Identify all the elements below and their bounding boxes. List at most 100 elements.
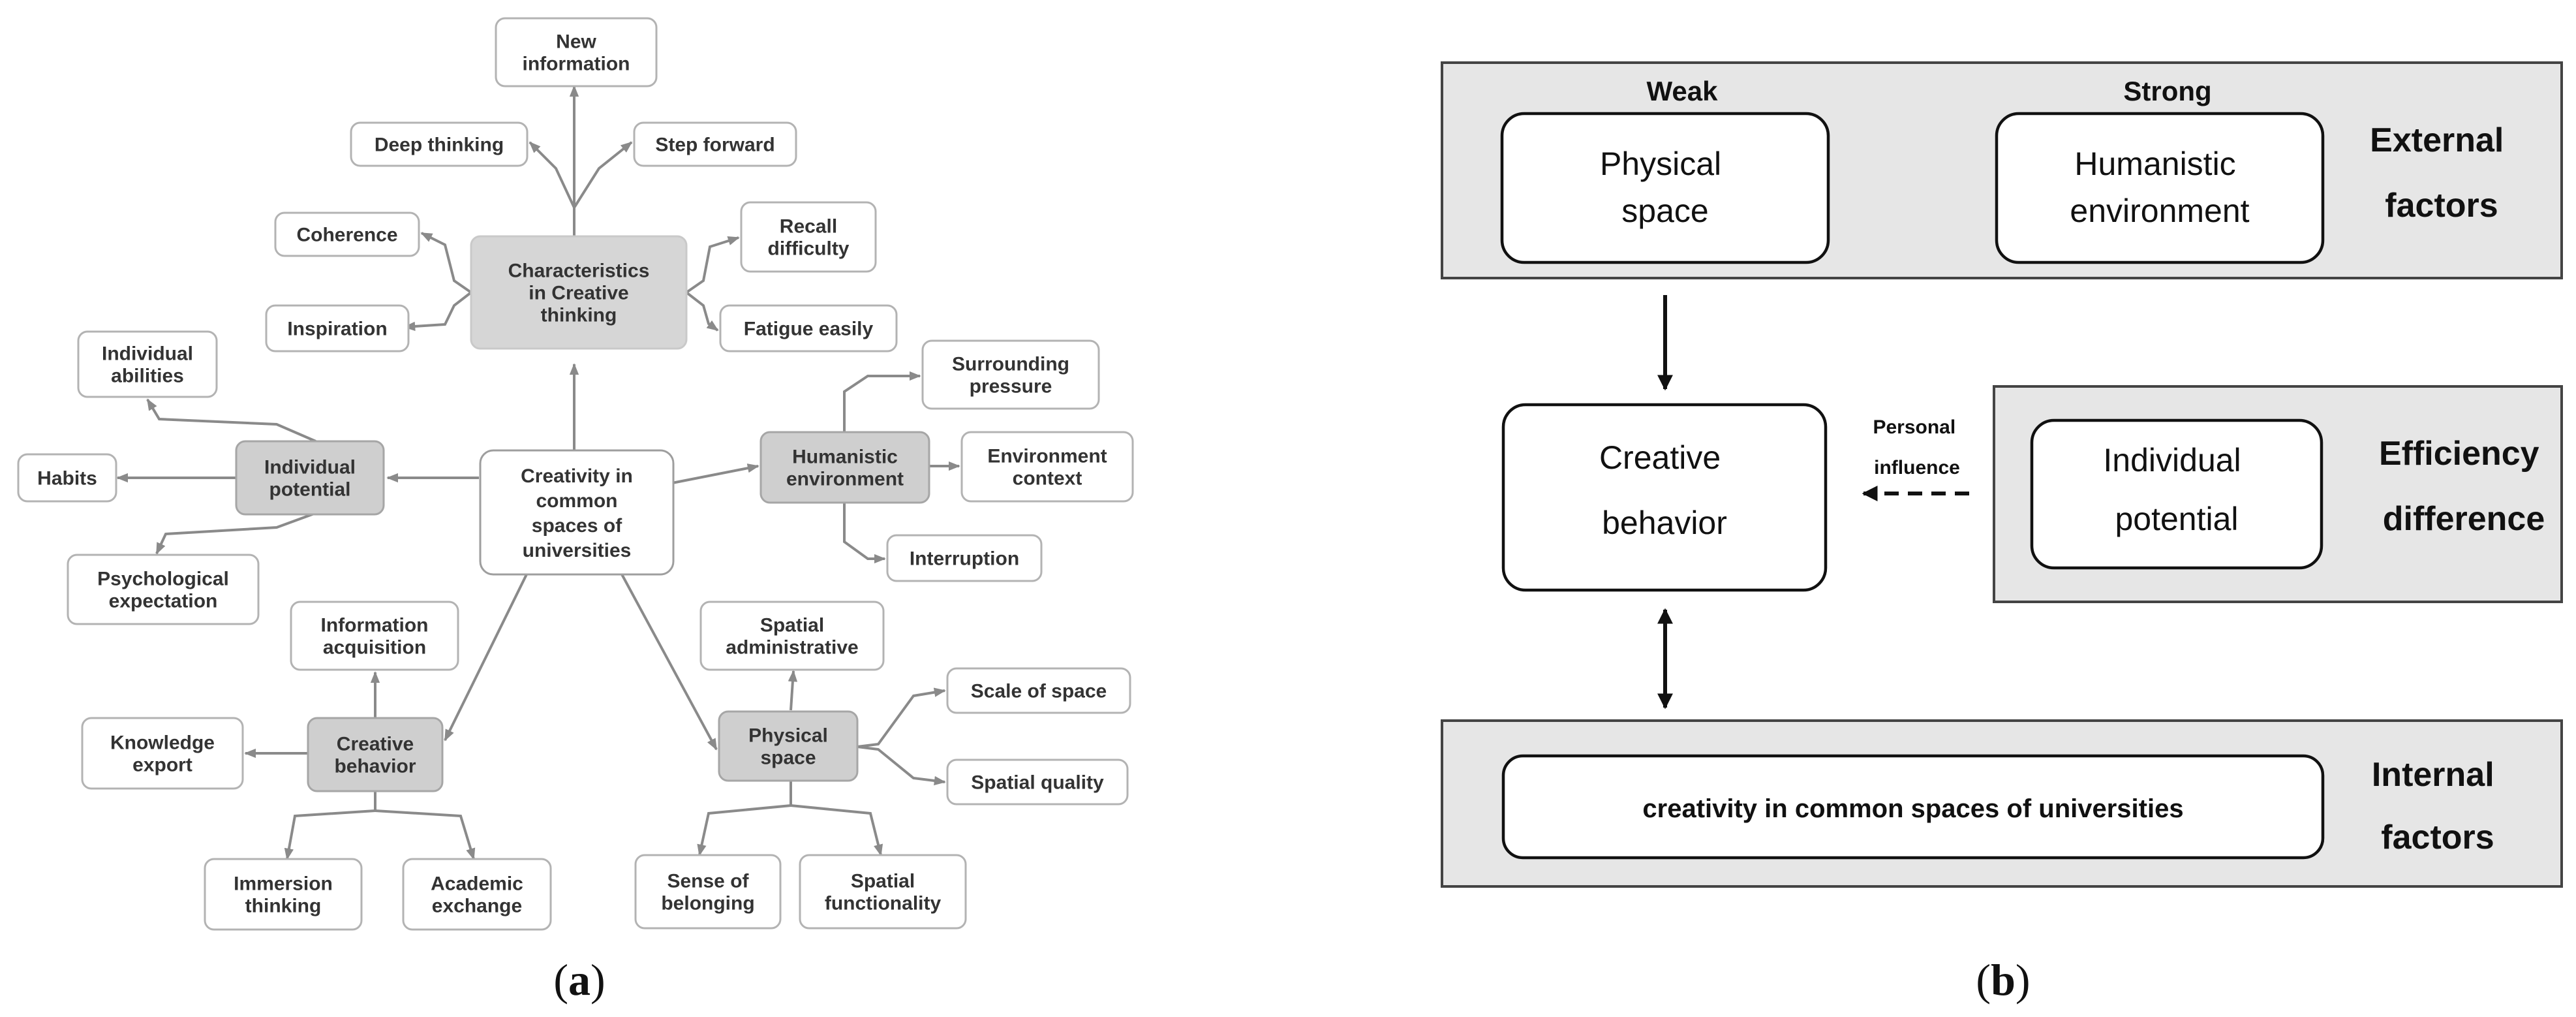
edge-ind-psych xyxy=(155,512,316,555)
node-characteristics-line-3: thinking xyxy=(541,305,617,326)
node-individual-potential-line-2: potential xyxy=(269,479,351,501)
edge-ph-functional xyxy=(790,804,883,856)
individual-potential-line-1: Individual xyxy=(2103,442,2241,478)
node-academic-exchange-box xyxy=(402,858,552,931)
node-sense-of-belonging-box xyxy=(634,854,782,930)
creativity-common-spaces-label: creativity in common spaces of universit… xyxy=(1642,794,2183,823)
node-spatial-quality-box xyxy=(946,759,1129,806)
node-knowledge-export-box xyxy=(81,717,244,790)
edge-char-recall xyxy=(685,236,740,294)
node-sense-of-belonging-line-1: Sense of xyxy=(667,871,749,892)
edge-center-creative xyxy=(444,572,529,742)
edge-center-physical xyxy=(620,572,718,751)
node-fatigue-easily-label: Fatigue easily xyxy=(744,319,874,340)
creative-behavior-line-2: behavior xyxy=(1602,505,1727,541)
node-humanistic-environment-box xyxy=(759,431,930,504)
efficiency-difference-line-1: Efficiency xyxy=(2379,435,2539,473)
node-psychological-expectation-line-2: expectation xyxy=(109,591,218,612)
node-environment-context-line-2: context xyxy=(1013,468,1082,490)
node-characteristics-line-2: in Creative xyxy=(529,283,628,304)
node-new-information-line-2: information xyxy=(523,54,630,75)
node-academic-exchange-line-2: exchange xyxy=(432,896,522,917)
edge-center-humanistic xyxy=(671,463,759,484)
node-individual-potential-line-1: Individual xyxy=(264,457,356,478)
node-spatial-quality: Spatial quality xyxy=(946,759,1129,806)
node-recall-difficulty-line-2: difficulty xyxy=(768,238,850,260)
edge-ph-belonging xyxy=(697,781,792,856)
node-interruption-label: Interruption xyxy=(910,548,1019,570)
node-coherence: Coherence xyxy=(274,211,420,257)
humanistic-environment-box xyxy=(1995,112,2325,264)
panel-b-caption-close: ) xyxy=(2016,955,2031,1005)
node-humanistic-environment-line-2: environment xyxy=(786,469,904,490)
node-individual-abilities-line-1: Individual xyxy=(102,343,193,365)
node-knowledge-export-line-1: Knowledge xyxy=(110,732,215,754)
panel-a-caption: (a) xyxy=(553,955,605,1005)
humanistic-environment-line-2: environment xyxy=(2070,193,2249,229)
node-new-information-box xyxy=(495,17,658,87)
node-scale-of-space-label: Scale of space xyxy=(971,681,1107,702)
node-individual-abilities-line-2: abilities xyxy=(111,366,184,387)
node-information-acquisition-box xyxy=(290,601,459,671)
node-knowledge-export-line-2: export xyxy=(132,755,192,776)
node-physical-space-line-2: space xyxy=(760,747,816,769)
node-habits-label: Habits xyxy=(37,468,97,490)
node-characteristics-line-1: Characteristics xyxy=(508,260,650,282)
physical-space-line-2: space xyxy=(1621,193,1708,229)
node-habits-line-1: Habits xyxy=(37,468,97,490)
node-inspiration: Inspiration xyxy=(265,304,410,352)
creative-behavior-label: Creative behavior xyxy=(1599,439,1730,541)
external-factors-line-1: External xyxy=(2370,121,2504,159)
weak-label: Weak xyxy=(1647,76,1719,106)
node-fatigue-easily: Fatigue easily xyxy=(719,304,898,352)
node-spatial-quality-label: Spatial quality xyxy=(971,772,1104,794)
node-environment-context-line-1: Environment xyxy=(987,446,1107,467)
personal-influence-line-1: Personal xyxy=(1873,416,1955,438)
node-coherence-label: Coherence xyxy=(296,225,397,246)
node-individual-abilities-box xyxy=(77,330,218,398)
internal-factors-line-1: Internal xyxy=(2372,756,2494,794)
internal-factors-line-2: factors xyxy=(2381,819,2494,856)
creative-behavior-box xyxy=(1501,403,1828,592)
panel-b-caption-open: ( xyxy=(1976,955,1991,1005)
node-sense-of-belonging-line-2: belonging xyxy=(661,893,754,915)
edge-cb-academic xyxy=(375,809,476,860)
node-step-forward: Step forward xyxy=(633,121,797,167)
node-step-forward-label: Step forward xyxy=(655,134,774,156)
node-information-acquisition-line-2: acquisition xyxy=(323,637,426,659)
node-deep-thinking-line-1: Deep thinking xyxy=(375,134,504,156)
node-center-line-4: universities xyxy=(523,540,632,561)
edge-char-fatigue xyxy=(685,291,719,332)
individual-potential-box xyxy=(2030,418,2323,570)
edge-hum-interrupt xyxy=(843,501,886,564)
node-scale-of-space: Scale of space xyxy=(946,667,1131,714)
internal-factors-label: Internal factors xyxy=(2372,756,2504,856)
node-center-line-1: Creativity in xyxy=(521,465,633,487)
humanistic-environment-line-1: Humanistic xyxy=(2074,146,2235,182)
node-psychological-expectation-line-1: Psychological xyxy=(97,569,229,590)
